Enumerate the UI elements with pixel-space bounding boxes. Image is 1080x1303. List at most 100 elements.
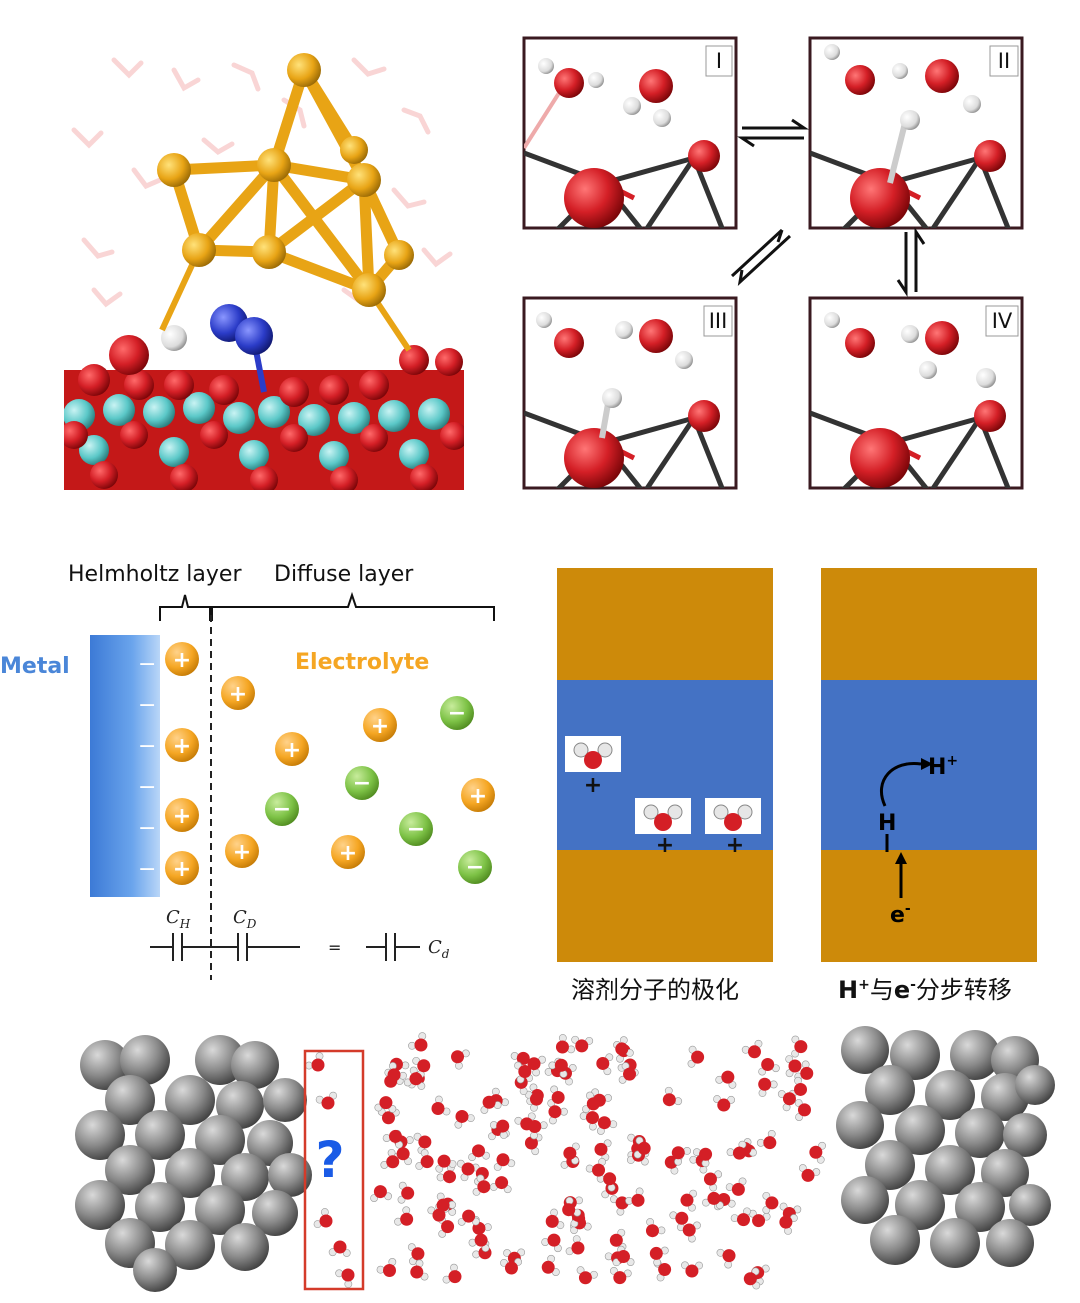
cation-ions: + + + + + + + + + + [165, 642, 495, 885]
svg-text:+: + [173, 734, 191, 759]
water-molecule [394, 1206, 414, 1226]
water-molecule [457, 1209, 480, 1226]
water-molecule [489, 1119, 510, 1139]
water-molecule [493, 1153, 516, 1171]
water-molecule [374, 1096, 397, 1113]
water-molecule [403, 1072, 426, 1090]
water-molecule [380, 1148, 400, 1169]
stepwise-transfer-column: H+ H e- [821, 568, 1037, 962]
water-molecule [762, 1191, 779, 1214]
water-molecule [524, 1090, 543, 1112]
proton-label: H+ [928, 753, 958, 780]
water-molecule [777, 1090, 796, 1112]
svg-text:−: − [273, 797, 291, 822]
cd-total-label: Cd [428, 937, 450, 961]
metal-label: Metal [0, 654, 70, 679]
svg-text:+: + [469, 784, 487, 809]
water-molecule [435, 1154, 457, 1173]
water-molecule [594, 1139, 612, 1162]
svg-text:+: + [283, 738, 301, 763]
right-metal-electrode [836, 1026, 1055, 1268]
water-molecule [562, 1196, 582, 1217]
water-molecule [785, 1055, 802, 1078]
water-molecule [662, 1086, 683, 1107]
water-molecule [370, 1185, 393, 1202]
water-molecule [500, 1258, 522, 1275]
water-molecule [743, 1267, 761, 1290]
water-molecule [681, 1261, 703, 1278]
equals-sign: = [328, 938, 341, 957]
water-molecule [692, 1147, 713, 1168]
water-molecule [555, 1034, 576, 1054]
water-molecule [468, 1144, 490, 1162]
metal-surface-charges: −− −− −− [138, 652, 156, 882]
electron-label: e- [890, 901, 911, 928]
caption-stepwise-transfer: H+与e-分步转移 [838, 976, 1012, 1004]
water-molecule [618, 1062, 637, 1084]
svg-text:−: − [138, 775, 156, 800]
water-molecule [585, 1157, 606, 1177]
proton-hop-arrow [879, 762, 922, 807]
water-molecule [612, 1250, 635, 1267]
water-molecule [315, 1091, 338, 1110]
svg-text:+: + [173, 648, 191, 673]
anion-ions: − − − − − [265, 696, 492, 884]
polar-charge-3: + [726, 833, 744, 858]
double-layer-diagram: Helmholtz layer Diffuse layer Metal −− −… [0, 555, 520, 985]
water-molecule [725, 1177, 747, 1196]
water-molecule [756, 1129, 777, 1150]
svg-text:−: − [448, 701, 466, 726]
caption-polarization: 溶剂分子的极化 [571, 976, 739, 1004]
config-box-1: I [522, 36, 738, 230]
equilibrium-arrow-2-3 [730, 228, 792, 287]
polarized-water-2 [634, 797, 692, 835]
svg-text:−: − [353, 771, 371, 796]
water-molecule [680, 1189, 698, 1212]
water-molecule [682, 1221, 701, 1243]
water-molecule [431, 1095, 451, 1116]
water-molecule [716, 1248, 736, 1269]
water-molecule [528, 1120, 548, 1140]
gold-cluster [157, 53, 414, 352]
water-molecule [582, 1091, 600, 1113]
water-molecule [413, 1132, 432, 1155]
water-molecule [387, 1062, 407, 1082]
water-molecule [541, 1254, 560, 1276]
metal-electrode [90, 635, 160, 897]
water-molecule [305, 1052, 325, 1072]
water-molecule [579, 1111, 599, 1131]
water-molecule [548, 1105, 568, 1125]
water-molecule [649, 1246, 669, 1267]
water-molecule [633, 1136, 651, 1159]
water-molecule [730, 1207, 751, 1227]
config-label-2: II [998, 49, 1010, 73]
svg-text:−: − [407, 817, 425, 842]
helmholtz-brace [159, 594, 211, 621]
water-molecule [615, 1036, 634, 1057]
unknown-structure-question-mark: ? [315, 1131, 344, 1189]
water-configurations: I II III IV [522, 36, 1024, 490]
water-molecule [548, 1058, 568, 1078]
polarized-water-3 [704, 797, 762, 835]
water-molecule [669, 1211, 689, 1232]
electrolyte-label: Electrolyte [295, 650, 429, 675]
svg-text:+: + [233, 840, 251, 865]
water-molecule [468, 1233, 490, 1252]
water-molecule [571, 1035, 594, 1053]
config-box-2: II [808, 36, 1024, 230]
adsorbate-n2-oh [109, 304, 273, 393]
svg-text:+: + [371, 714, 389, 739]
water-molecule [545, 1208, 565, 1230]
tio2-surface [64, 345, 464, 490]
water-molecule [328, 1240, 351, 1257]
water-molecule [397, 1181, 415, 1204]
water-molecule [408, 1032, 428, 1052]
water-molecule [514, 1061, 532, 1084]
water-molecule [702, 1191, 724, 1210]
config-box-4: IV [808, 296, 1024, 490]
water-molecule [741, 1039, 763, 1059]
water-molecule [313, 1208, 333, 1229]
svg-text:−: − [466, 855, 484, 880]
water-molecule [472, 1174, 491, 1196]
left-metal-electrode [75, 1035, 312, 1292]
